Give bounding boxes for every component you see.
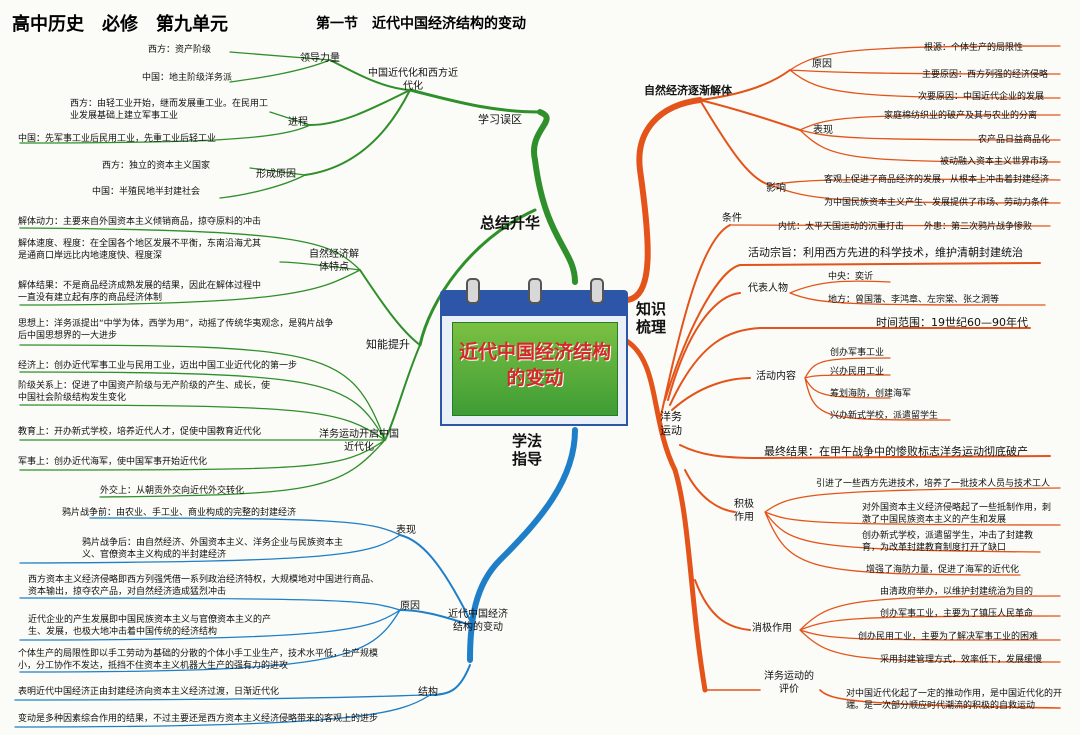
node-process: 进程 <box>288 117 308 128</box>
node-structure-change: 近代中国经济结构的变动 <box>448 609 508 633</box>
node-negative: 消极作用 <box>752 623 792 634</box>
leaf-show-2: 鸦片战争后：由自然经济、外国资本主义、洋务企业与民族资本主义、官僚资本主义构成的… <box>82 538 344 560</box>
leaf-reason-3: 个体生产的局限性即以手工劳动为基础的分散的个体小手工业生产，技术水平低，生产规模… <box>18 649 379 671</box>
node-structure: 结构 <box>418 687 438 698</box>
calendar-ring-icon <box>466 278 480 304</box>
leaf-content-3: 筹划海防，创建海军 <box>830 389 912 399</box>
node-modernization: 中国近代化和西方近代化 <box>368 68 458 92</box>
leaf-aim: 活动宗旨：利用西方先进的科学技术，维护清朝封建统治 <box>748 246 1023 259</box>
leaf-positive-4: 增强了海防力量，促进了海军的近代化 <box>866 565 1020 575</box>
leaf-natural-2: 解体速度、程度：在全国各个地区发展不平衡，东南沿海尤其是通商口岸远比内地速度快、… <box>18 239 262 261</box>
leaf-natural-3: 解体结果：不是商品经济成熟发展的结果，因此在解体过程中一直没有建立起有序的商品经… <box>18 281 262 303</box>
leaf-rcause-3: 次要原因：中国近代企业的发展 <box>918 92 1045 102</box>
calendar-ring-icon <box>590 278 604 304</box>
node-reason: 原因 <box>400 601 420 612</box>
leaf-yangwu-2: 经济上：创办近代军事工业与民用工业，迈出中国工业近代化的第一步 <box>18 361 298 371</box>
leaf-effect-1: 客观上促进了商品经济的发展，从根本上冲击着封建经济 <box>824 175 1050 185</box>
node-people: 代表人物 <box>748 283 788 294</box>
leaf-people-center: 中央：奕䜣 <box>828 272 874 282</box>
leaf-result: 最终结果：在甲午战争中的惨败标志洋务运动彻底破产 <box>764 445 1028 458</box>
node-condition: 条件 <box>722 213 742 224</box>
leaf-negative-3: 创办民用工业，主要为了解决军事工业的困难 <box>858 632 1039 642</box>
leaf-evaluation: 对中国近代化起了一定的推动作用，是中国近代化的开端。是一次部分顺应时代潮流的积极… <box>846 689 1063 711</box>
branch-method: 学法指导 <box>512 432 543 468</box>
calendar-body: 近代中国经济结构的变动 <box>440 314 628 426</box>
leaf-process-china: 中国：先军事工业后民用工业，先重工业后轻工业 <box>18 134 217 144</box>
leaf-yangwu-3: 阶级关系上：促进了中国资产阶级与无产阶级的产生、成长，使中国社会阶级结构发生变化 <box>18 381 271 403</box>
leaf-negative-1: 由清政府举办，以维护封建统治为目的 <box>880 587 1034 597</box>
leaf-natural-1: 解体动力：主要来自外国资本主义倾销商品，掠夺原料的冲击 <box>18 217 262 227</box>
leaf-rcause-2: 主要原因：西方列强的经济侵略 <box>922 70 1049 80</box>
leaf-people-local: 地方：曾国藩、李鸿章、左宗棠、张之洞等 <box>828 295 1000 305</box>
node-right-show: 表现 <box>813 125 833 136</box>
node-leading-force: 领导力量 <box>300 53 340 64</box>
node-yangwu: 洋务运动 <box>660 410 682 437</box>
node-show: 表现 <box>396 525 416 536</box>
leaf-content-2: 兴办民用工业 <box>830 367 885 377</box>
leaf-lead-china: 中国：地主阶级洋务派 <box>142 73 233 83</box>
node-natural-decline: 自然经济逐渐解体 <box>644 84 732 97</box>
leaf-content-1: 创办军事工业 <box>830 348 885 358</box>
leaf-cause-west: 西方：独立的资本主义国家 <box>102 161 211 171</box>
leaf-positive-1: 引进了一些西方先进技术，培养了一批技术人员与技术工人 <box>816 479 1051 489</box>
leaf-time: 时间范围：19世纪60—90年代 <box>876 316 1028 329</box>
node-content: 活动内容 <box>756 371 796 382</box>
page-subtitle: 第一节 近代中国经济结构的变动 <box>316 16 526 32</box>
leaf-yangwu-1: 思想上：洋务派提出“中学为体，西学为用”，动摇了传统华夷观念，是鸦片战争后中国思… <box>18 319 334 341</box>
node-formation-cause: 形成原因 <box>256 169 296 180</box>
node-learning-mistakes: 学习误区 <box>478 113 522 126</box>
node-positive: 积极作用 <box>734 499 754 523</box>
leaf-yangwu-6: 外交上：从朝贡外交向近代外交转化 <box>100 486 245 496</box>
leaf-cond-outer: 外患：第二次鸦片战争惨败 <box>924 222 1033 232</box>
leaf-show-1: 鸦片战争前：由农业、手工业、商业构成的完整的封建经济 <box>62 508 297 518</box>
leaf-rshow-1: 家庭棉纺织业的破产及其与农业的分离 <box>884 111 1038 121</box>
leaf-process-west: 西方：由轻工业开始，继而发展重工业。在民用工业发展基础上建立军事工业 <box>70 99 269 121</box>
leaf-yangwu-5: 军事上：创办近代海军，使中国军事开始近代化 <box>18 457 208 467</box>
leaf-yangwu-4: 教育上：开办新式学校，培养近代人才，促使中国教育近代化 <box>18 427 262 437</box>
leaf-positive-3: 创办新式学校，派遣留学生，冲击了封建教育，为改革封建教育制度打开了缺口 <box>862 531 1034 553</box>
leaf-rcause-1: 根源：个体生产的局限性 <box>924 43 1024 53</box>
leaf-reason-1: 西方资本主义经济侵略即西方列强凭借一系列政治经济特权，大规模地对中国进行商品、资… <box>28 575 380 597</box>
node-effect: 影响 <box>766 183 786 194</box>
leaf-content-4: 兴办新式学校，派遣留学生 <box>830 411 939 421</box>
node-yangwu-modernization: 洋务运动开启中国近代化 <box>319 429 399 453</box>
leaf-lead-west: 西方：资产阶级 <box>148 45 212 55</box>
page-title: 高中历史 必修 第九单元 <box>12 14 228 35</box>
leaf-structure-1: 表明近代中国经济正由封建经济向资本主义经济过渡，日渐近代化 <box>18 687 280 697</box>
leaf-cond-inner: 内忧：太平天国运动的沉重打击 <box>778 222 905 232</box>
leaf-structure-2: 变动是多种因素综合作用的结果，不过主要还是西方资本主义经济侵略带来的客观上的进步 <box>18 714 379 724</box>
branch-summary: 总结升华 <box>480 214 541 232</box>
leaf-negative-4: 采用封建管理方式，效率低下，发展缓慢 <box>880 655 1043 665</box>
leaf-negative-2: 创办军事工业，主要为了镇压人民革命 <box>880 609 1034 619</box>
node-evaluation: 洋务运动的评价 <box>764 671 814 695</box>
leaf-rshow-3: 被动融入资本主义世界市场 <box>940 157 1049 167</box>
branch-knowledge: 知识梳理 <box>636 300 667 336</box>
calendar-ring-icon <box>528 278 542 304</box>
node-natural-economy-features: 自然经济解体特点 <box>309 249 359 273</box>
center-title: 近代中国经济结构的变动 <box>458 341 611 389</box>
leaf-rshow-2: 农产品日益商品化 <box>978 135 1051 145</box>
leaf-reason-2: 近代企业的产生发展即中国民族资本主义与官僚资本主义的产生、发展，也极大地冲击着中… <box>28 615 272 637</box>
center-calendar: 近代中国经济结构的变动 <box>440 278 628 426</box>
center-panel: 近代中国经济结构的变动 <box>452 322 618 416</box>
node-knowledge-improve: 知能提升 <box>366 338 410 351</box>
leaf-effect-2: 为中国民族资本主义产生、发展提供了市场、劳动力条件 <box>824 198 1050 208</box>
leaf-positive-2: 对外国资本主义经济侵略起了一些抵制作用，刺激了中国民族资本主义的产生和发展 <box>862 503 1052 525</box>
leaf-cause-china: 中国：半殖民地半封建社会 <box>92 187 201 197</box>
node-right-cause: 原因 <box>812 59 832 70</box>
